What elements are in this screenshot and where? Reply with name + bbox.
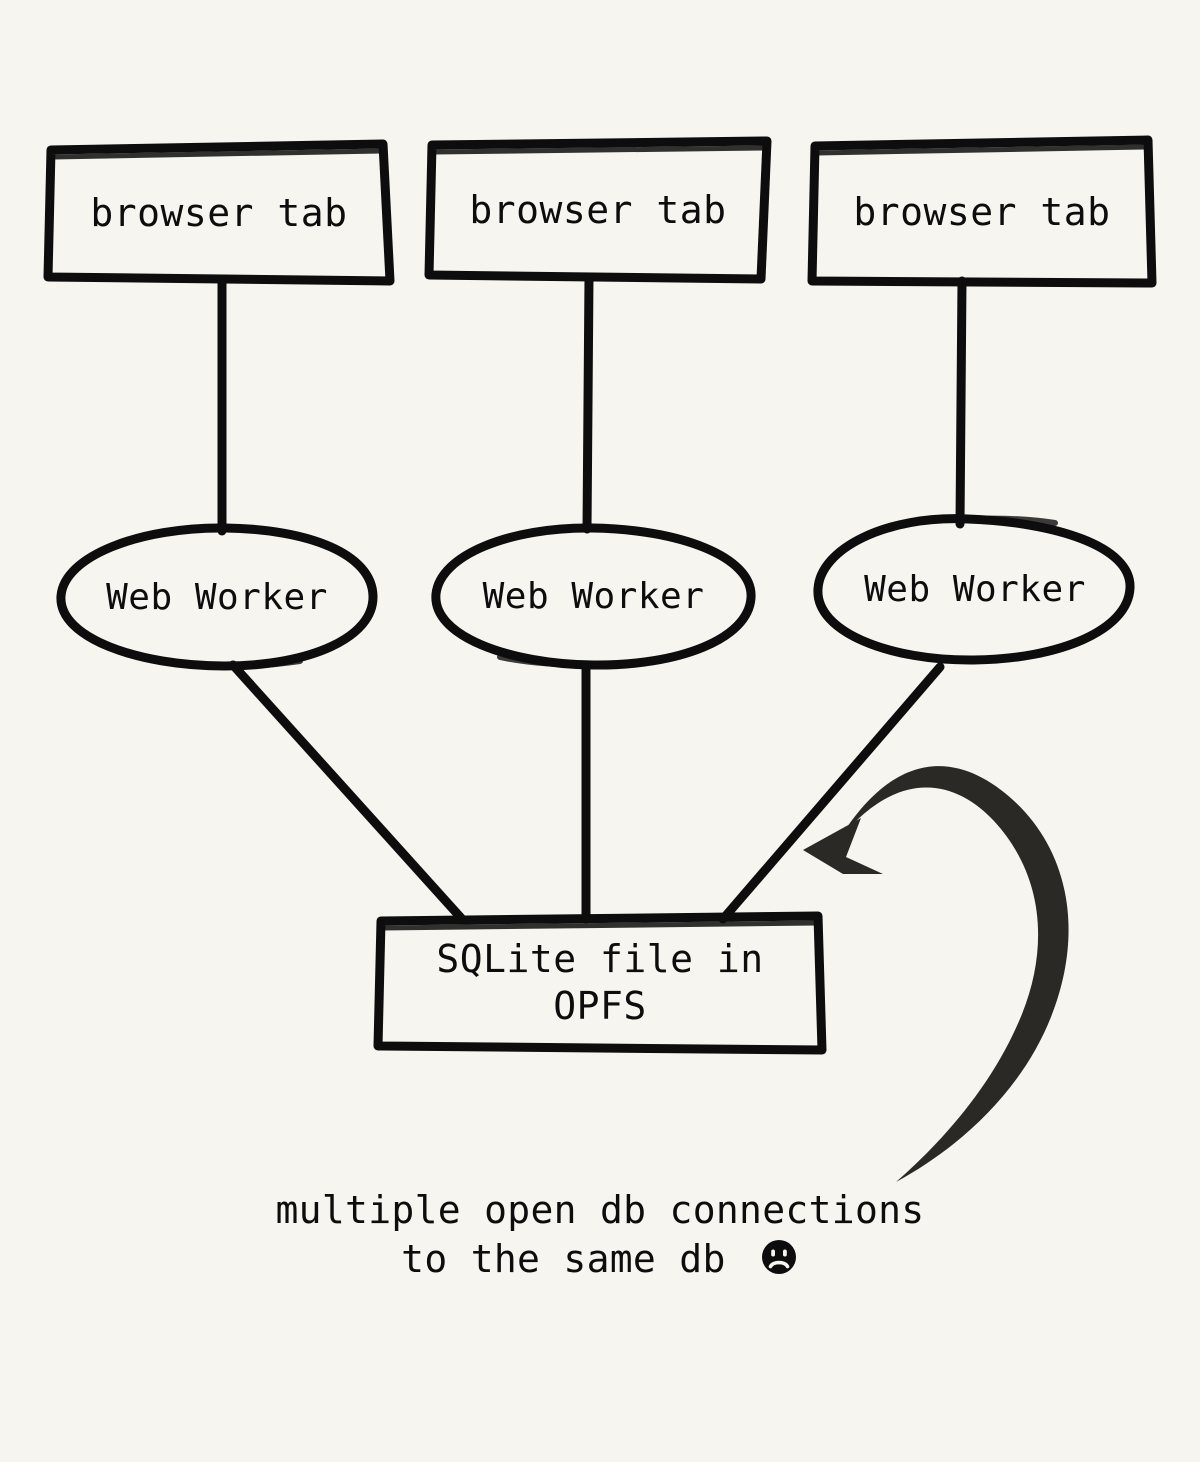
sqlite-opfs-box[interactable] [373, 911, 827, 1055]
edge-tab3-worker3 [955, 276, 967, 529]
browser-tab-box-3[interactable] [807, 135, 1157, 288]
annotation-caption: multiple open db connections to the same… [0, 1186, 1200, 1288]
annotation-caption-line1: multiple open db connections [275, 1188, 925, 1232]
frowning-face-emoji [759, 1237, 799, 1289]
web-worker-ellipse-2[interactable] [431, 523, 756, 670]
annotation-caption-line2-wrap: to the same db [0, 1235, 1200, 1289]
edge-worker3-store [718, 662, 945, 924]
browser-tab-box-1[interactable] [43, 139, 395, 286]
browser-tab-box-2[interactable] [424, 136, 772, 284]
web-worker-ellipse-1[interactable] [56, 523, 378, 671]
annotation-curved-arrow [803, 766, 1069, 1182]
web-worker-ellipse-3[interactable] [813, 514, 1135, 665]
edge-worker1-store [228, 660, 467, 924]
annotation-caption-line2: to the same db [401, 1236, 726, 1281]
edge-tab2-worker2 [582, 272, 594, 534]
